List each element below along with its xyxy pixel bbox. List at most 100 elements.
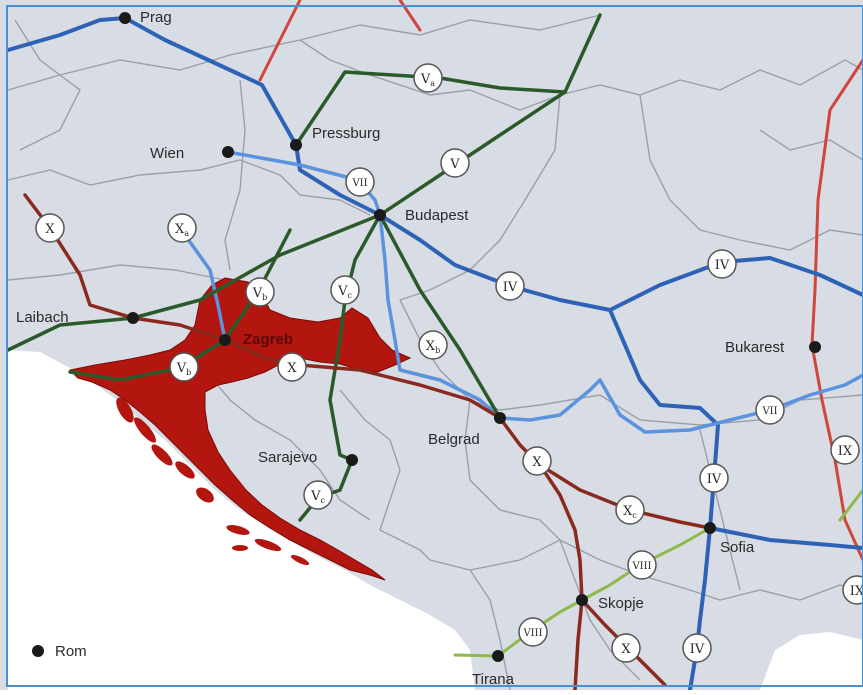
- corridor-badge-iv-2: IV: [707, 249, 737, 279]
- city-dot-rom: [32, 645, 44, 657]
- corridor-badge-circle: [35, 213, 65, 243]
- corridor-badge-viii-2: VIII: [518, 617, 548, 647]
- aegean-sea: [760, 632, 863, 690]
- corridor-badge-vb-1: Vb: [245, 277, 275, 307]
- corridor-badge-label: VII: [761, 406, 777, 417]
- corridor-xb: [378, 213, 502, 420]
- corridor-badge-label: IV: [690, 642, 705, 657]
- croatia-region: [68, 277, 412, 581]
- corridor-badge-circle: [167, 213, 197, 243]
- corridor-badge-va: Va: [413, 63, 443, 93]
- corridor-badge-sub: c: [320, 496, 325, 505]
- city-label-prag: Prag: [140, 9, 172, 26]
- corridor-badge-circle: [303, 480, 333, 510]
- corridor-badge-circle: [682, 633, 712, 663]
- corridor-badge-label: VIII: [522, 628, 542, 639]
- corridor-badge-circle: [611, 633, 641, 663]
- city-dot-pressburg: [290, 139, 302, 151]
- corridor-badge-iv-1: IV: [495, 271, 525, 301]
- corridor-badge-x-3: X: [522, 446, 552, 476]
- corridor-badge-vc-2: Vc: [303, 480, 333, 510]
- corridor-badge-vii-1: VII: [345, 167, 375, 197]
- city-label-rom: Rom: [55, 643, 87, 660]
- corridor-badge-circle: [413, 63, 443, 93]
- corridor-badge-circle: [440, 148, 470, 178]
- corridor-badge-sub: a: [184, 229, 189, 238]
- corridor-red-north: [258, 0, 302, 82]
- corridor-badge-circle: [169, 352, 199, 382]
- corridor-badge-x-2: X: [277, 352, 307, 382]
- corridor-badge-circle: [518, 617, 548, 647]
- corridor-badge-circle: [627, 550, 657, 580]
- corridor-badge-circle: [495, 271, 525, 301]
- corridor-badge-vc-1: Vc: [330, 275, 360, 305]
- corridor-badge-vii-2: VII: [755, 395, 785, 425]
- city-label-budapest: Budapest: [405, 207, 469, 224]
- city-dot-prag: [119, 12, 131, 24]
- corridor-badge-v: V: [440, 148, 470, 178]
- croatia-islands: [116, 397, 310, 566]
- corridor-badge-label: V: [449, 157, 460, 172]
- corridor-badge-label: VII: [351, 178, 367, 189]
- corridor-badge-circle: [277, 352, 307, 382]
- corridor-badge-circle: [699, 463, 729, 493]
- corridor-badge-x-1: X: [35, 213, 65, 243]
- corridor-badge-label: X: [287, 361, 297, 376]
- city-dot-zagreb: [219, 334, 231, 346]
- corridor-ix-green: [838, 488, 863, 522]
- adriatic-sea: [8, 350, 475, 690]
- corridor-badge-x-4: X: [611, 633, 641, 663]
- corridor-badge-circle: [522, 446, 552, 476]
- city-label-pressburg: Pressburg: [312, 125, 380, 142]
- corridor-badge-circle: [842, 575, 863, 605]
- corridor-badge-circle: [330, 275, 360, 305]
- corridor-v: [6, 13, 602, 352]
- corridor-badge-label: IX: [838, 444, 853, 459]
- city-label-laibach: Laibach: [16, 309, 69, 326]
- corridor-badge-label: IV: [503, 280, 518, 295]
- corridor-badge-sub: b: [186, 368, 191, 377]
- corridor-badge-ix-2: IX: [842, 575, 863, 605]
- corridor-badge-xb: Xb: [418, 330, 448, 360]
- city-dot-budapest: [374, 209, 386, 221]
- city-markers: [32, 12, 821, 662]
- city-dot-belgrad: [494, 412, 506, 424]
- corridor-badge-sub: a: [430, 79, 435, 88]
- city-labels: Prag Wien Pressburg Budapest Laibach Zag…: [16, 9, 785, 688]
- city-dot-sarajevo: [346, 454, 358, 466]
- corridor-badge-iv-4: IV: [682, 633, 712, 663]
- city-label-belgrad: Belgrad: [428, 431, 480, 448]
- city-dot-sofia: [704, 522, 716, 534]
- city-dot-tirana: [492, 650, 504, 662]
- corridor-badge-iv-3: IV: [699, 463, 729, 493]
- corridor-badge-label: IX: [850, 584, 863, 599]
- corridor-badge-label: VIII: [631, 561, 651, 572]
- corridor-badge-label: X: [45, 222, 55, 237]
- corridor-badge-circle: [707, 249, 737, 279]
- corridor-x: [23, 193, 584, 692]
- city-label-skopje: Skopje: [598, 595, 644, 612]
- corridor-badge-sub: c: [347, 291, 352, 300]
- corridor-badge-label: IV: [707, 472, 722, 487]
- corridor-badge-circle: [830, 435, 860, 465]
- corridor-badge-vb-2: Vb: [169, 352, 199, 382]
- corridor-badge-circle: [615, 495, 645, 525]
- corridor-badge-xc: Xc: [615, 495, 645, 525]
- corridor-badge-sub: c: [632, 511, 637, 520]
- corridor-badge-label: X: [621, 642, 631, 657]
- corridor-badge-circle: [418, 330, 448, 360]
- city-label-sarajevo: Sarajevo: [258, 449, 317, 466]
- corridor-xa: [178, 226, 227, 342]
- corridor-badge-sub: b: [262, 293, 267, 302]
- city-dot-wien: [222, 146, 234, 158]
- corridor-badge-circle: [755, 395, 785, 425]
- city-label-sofia: Sofia: [720, 539, 755, 556]
- corridor-badge-circle: [345, 167, 375, 197]
- city-label-zagreb: Zagreb: [243, 331, 293, 348]
- map-frame-border: [6, 5, 863, 687]
- city-dot-bukarest: [809, 341, 821, 353]
- city-label-tirana: Tirana: [472, 671, 515, 688]
